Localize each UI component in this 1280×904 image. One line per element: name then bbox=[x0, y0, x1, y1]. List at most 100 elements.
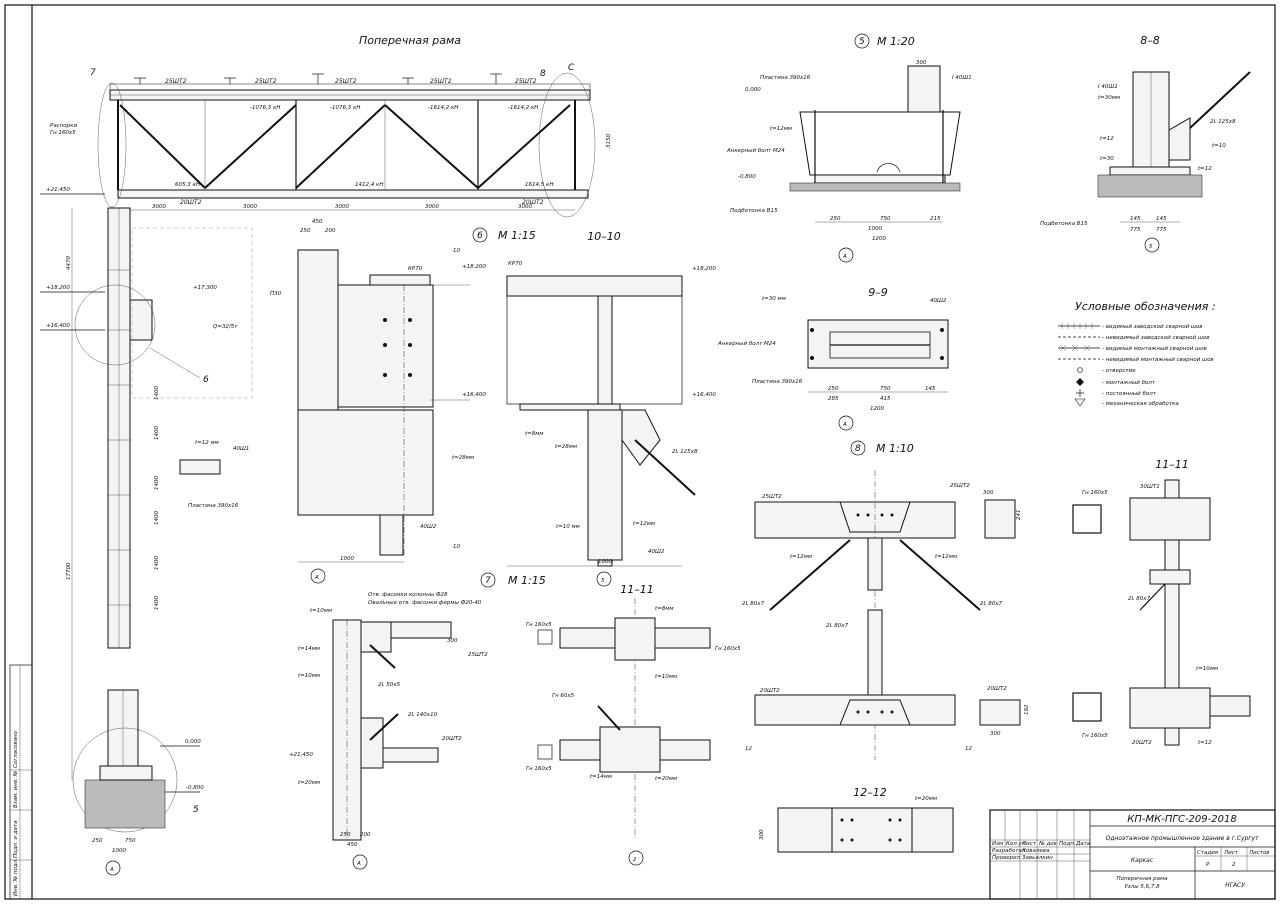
node7-lbl: t=14мм bbox=[298, 646, 320, 652]
sec1010-lbl: 2L 125х8 bbox=[672, 449, 698, 455]
permanent-bolt-icon bbox=[1076, 389, 1084, 397]
sec88-title: 8–8 bbox=[1140, 34, 1160, 47]
legend-item: - невидимый монтажный сварной шов bbox=[1102, 357, 1214, 363]
callout-7: 7 bbox=[90, 68, 96, 78]
node8-lbl: 25ШТ2 bbox=[950, 483, 970, 489]
side-stamp: Согласовано Взам. инв. № Подп. и дата Ин… bbox=[9, 664, 33, 900]
node5-lbl: 215 bbox=[930, 216, 941, 222]
node8-diag-right bbox=[899, 539, 981, 611]
node8-lbl: 300 bbox=[990, 731, 1001, 737]
sec99-lbl: t=30 мм bbox=[762, 296, 786, 302]
node7-lbl: Овальные отв. фасонки фермы Ф20-40 bbox=[368, 600, 482, 606]
node-8: 8 М 1:10 25ШТ2 25ШТ2 t=12мм t=12мм 2L 80… bbox=[742, 440, 1030, 760]
node8-scale: М 1:10 bbox=[876, 442, 914, 455]
node5-lbl: Пластина 390х16 bbox=[760, 75, 811, 81]
node5-lbl: 300 bbox=[916, 60, 927, 66]
truss-diagonal bbox=[295, 104, 386, 189]
node7-lbl: 250 bbox=[340, 832, 351, 838]
node5-lbl: 250 bbox=[830, 216, 841, 222]
legend-item: - видимый заводской сварной шов bbox=[1102, 324, 1203, 330]
sec1212-lbl: t=20мм bbox=[915, 796, 937, 802]
sec99-lbl: 415 bbox=[880, 396, 891, 402]
stamp-section: Каркас bbox=[1131, 857, 1154, 864]
sec1111a-lbl: Гн 160х5 bbox=[715, 646, 741, 652]
node8-lbl: 20ШТ2 bbox=[760, 688, 780, 694]
axis-a: А bbox=[109, 867, 114, 873]
node7-lbl: Отв. фасонки колонны Ф28 bbox=[368, 592, 448, 598]
legend: Условные обозначения : - видимый заводск… bbox=[1058, 300, 1216, 407]
node7-lbl: 2L 140х10 bbox=[408, 712, 438, 718]
node8-lbl: 192 bbox=[1024, 704, 1030, 715]
stamp-stage: Р bbox=[1206, 862, 1210, 868]
sec1212-title: 12–12 bbox=[853, 786, 887, 799]
stamp-col: Дата bbox=[1075, 841, 1091, 847]
top-chord-label: 25ШТ2 bbox=[165, 78, 187, 85]
node-6: 6 М 1:15 КР70 П30 +18,200 +16,400 t=28мм… bbox=[270, 219, 536, 584]
stamp-col: Изм bbox=[992, 841, 1003, 847]
stamp-name: Ковалева bbox=[1022, 848, 1050, 854]
node7-lbl: 25ШТ2 bbox=[468, 652, 488, 658]
sec1010-title: 10–10 bbox=[587, 230, 621, 243]
sec99-base-plate bbox=[807, 319, 949, 369]
axis-a-label: А bbox=[314, 575, 319, 581]
stamp-sheet-title-2: Узлы 5,6,7,8 bbox=[1124, 884, 1160, 890]
stamp-code: КП-МК-ПГС-209-2018 bbox=[1127, 814, 1236, 825]
node5-scale: М 1:20 bbox=[877, 35, 915, 48]
node6-lbl: t=28мм bbox=[452, 455, 474, 461]
section-12-12: 12–12 t=20мм 300 bbox=[759, 786, 954, 853]
stamp-col: Подп. bbox=[1059, 841, 1076, 847]
sec99-lbl: Пластина 390х16 bbox=[752, 379, 803, 385]
sec1111b-lbl: t=10мм bbox=[1196, 666, 1218, 672]
sec1010-lbl: t=10 мм bbox=[556, 524, 580, 530]
callout-8: 8 bbox=[540, 69, 546, 79]
node5-base-plate bbox=[814, 174, 946, 184]
crane-load: Q=32/5т bbox=[213, 324, 238, 330]
frame-title: Поперечная рама bbox=[359, 34, 461, 47]
legend-title: Условные обозначения : bbox=[1075, 300, 1216, 313]
force-label: 605,3 кН bbox=[175, 182, 200, 188]
sec88-lbl: t=12 bbox=[1198, 166, 1212, 172]
roof-deck bbox=[109, 83, 591, 91]
node7-scale: М 1:15 bbox=[508, 574, 546, 587]
stamp-col: Кол.уч bbox=[1006, 841, 1026, 847]
elev-21450: +21,450 bbox=[46, 187, 70, 193]
node5-lbl: 1000 bbox=[868, 226, 882, 232]
sec88-lbl: 775 bbox=[1130, 227, 1141, 233]
col-dim: 1400 bbox=[154, 426, 160, 440]
sec1010-lbl: 40Ш2 bbox=[648, 549, 665, 555]
node5-lbl: Анкерный болт М24 bbox=[726, 148, 785, 154]
stamp-role: Разработал bbox=[992, 848, 1026, 854]
crane-beam bbox=[129, 299, 153, 341]
sec1010-rail-beam bbox=[506, 275, 683, 297]
section-10-10: 10–10 КР70 +18,200 +16,400 t=8мм t=28мм … bbox=[506, 230, 716, 587]
col-dim: 1400 bbox=[154, 476, 160, 490]
legend-item: - отверстие bbox=[1102, 368, 1136, 374]
sec1111a-lbl: Гн 60х5 bbox=[552, 693, 575, 699]
sec1111b-lbl: 30ШТ1 bbox=[1140, 484, 1160, 490]
sec1111b-lbl: Гн 160х5 bbox=[1082, 733, 1108, 739]
node7-lbl: +21,450 bbox=[289, 752, 313, 758]
legend-item: - невидимый заводской сварной шов bbox=[1102, 335, 1210, 341]
sec1111a-title: 11–11 bbox=[620, 583, 654, 596]
node5-lbl: 0,000 bbox=[745, 87, 761, 93]
svg-text:5: 5 bbox=[601, 578, 605, 584]
sec88-lbl: I 40Ш1 bbox=[1098, 84, 1118, 90]
node7-num: 7 bbox=[485, 576, 491, 586]
sec1111a-lbl: t=14мм bbox=[590, 774, 612, 780]
sec1111b-lbl: 20ШТ2 bbox=[1132, 740, 1152, 746]
span-dim: 3000 bbox=[425, 204, 439, 210]
node6-lbl: +16,400 bbox=[462, 392, 486, 398]
elev-17300: +17,300 bbox=[193, 285, 217, 291]
sheet-border bbox=[4, 4, 1276, 900]
truss-diagonal bbox=[119, 104, 206, 189]
node7-lbl: 2L 50х5 bbox=[378, 682, 401, 688]
node8-lbl: t=12мм bbox=[935, 554, 957, 560]
elev-18200: +18,200 bbox=[46, 285, 70, 291]
elev-0000: 0,000 bbox=[185, 739, 201, 745]
section-11-11-mid: 11–11 Гн 160х5 Гн 160х5 Гн 60х5 Гн 160х5… bbox=[526, 583, 741, 866]
stamp-org: НГАСУ bbox=[1225, 882, 1245, 889]
sec1111b-column bbox=[1164, 479, 1180, 746]
mounting-bolt-icon bbox=[1076, 378, 1084, 386]
top-chord-label: 25ШТ2 bbox=[255, 78, 277, 85]
truss-diagonal bbox=[477, 104, 571, 189]
